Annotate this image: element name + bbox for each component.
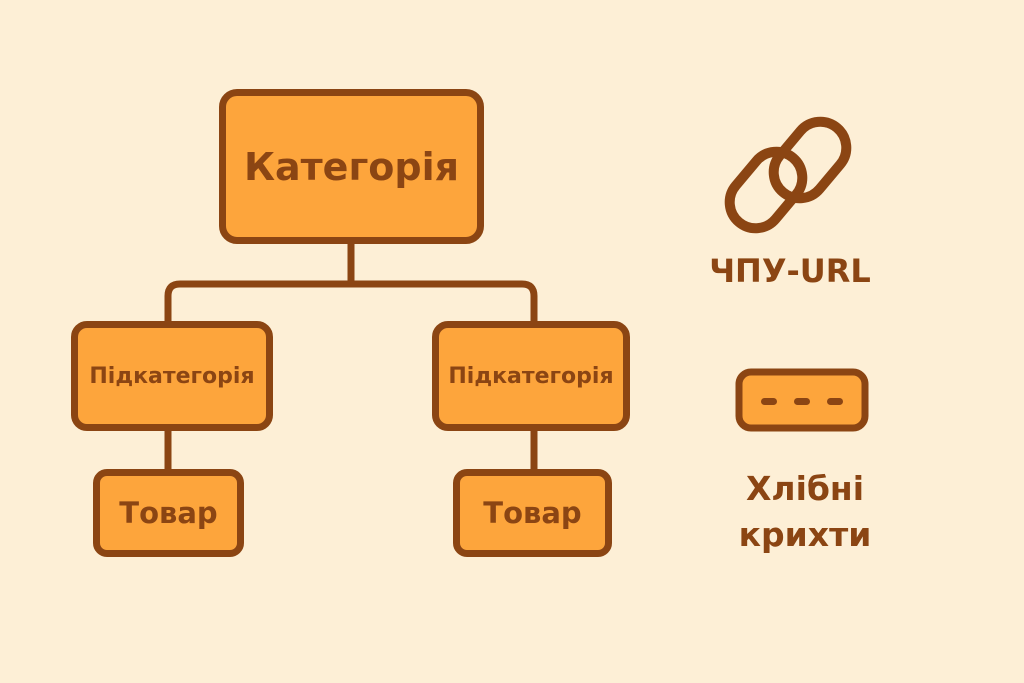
product-label: Товар — [483, 496, 582, 530]
subcategory-node-right: Підкатегорія — [432, 321, 630, 431]
category-label: Категорія — [243, 144, 460, 189]
chain-link-icon — [724, 116, 852, 234]
breadcrumbs-label-line2: крихти — [738, 515, 872, 554]
breadcrumbs-label-line1: Хлібні — [745, 469, 865, 508]
connector-branch — [164, 280, 538, 327]
breadcrumbs-icon — [735, 368, 869, 432]
product-node-left: Товар — [93, 469, 244, 557]
product-label: Товар — [119, 496, 218, 530]
subcategory-label: Підкатегорія — [448, 363, 614, 389]
url-legend-label: ЧПУ-URL — [709, 252, 871, 290]
subcategory-label: Підкатегорія — [89, 363, 255, 389]
category-node: Категорія — [219, 89, 484, 244]
product-node-right: Товар — [453, 469, 612, 557]
breadcrumbs-legend-label: Хлібні крихти — [700, 466, 910, 558]
subcategory-node-left: Підкатегорія — [71, 321, 273, 431]
